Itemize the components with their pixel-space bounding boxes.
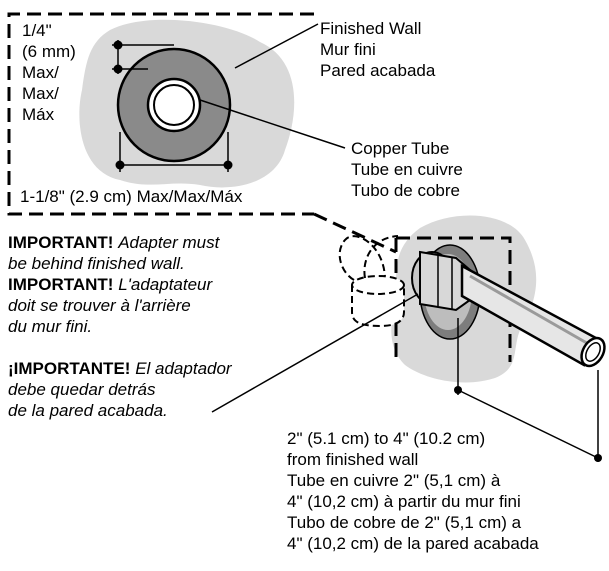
important-note-en: IMPORTANT! Adapter must be behind finish… bbox=[8, 232, 219, 274]
diameter-label: 1-1/8" (2.9 cm) Max/Max/Máx bbox=[20, 187, 243, 206]
distance-line bbox=[457, 389, 599, 459]
note-fr-bold: IMPORTANT! bbox=[8, 275, 114, 294]
thickness-dot-1 bbox=[113, 40, 123, 50]
thickness-line: Máx bbox=[22, 105, 55, 124]
distance-label: 2" (5.1 cm) to 4" (10.2 cm) from finishe… bbox=[287, 429, 539, 553]
important-note-es: ¡IMPORTANTE! El adaptador debe quedar de… bbox=[8, 358, 232, 421]
thickness-dot-2 bbox=[113, 64, 123, 74]
note-es-text: de la pared acabada. bbox=[8, 401, 168, 420]
inset-frame bbox=[7, 12, 314, 216]
thickness-line: 1/4" bbox=[22, 21, 52, 40]
inset-inner-ring bbox=[146, 77, 202, 133]
distance-dot-tube bbox=[594, 454, 602, 462]
hidden-elbow-end bbox=[351, 275, 405, 295]
note-en-text: be behind finished wall. bbox=[8, 254, 185, 273]
zoom-connector bbox=[313, 212, 397, 254]
note-es-bold: ¡IMPORTANTE! bbox=[8, 359, 131, 378]
distance-dot-wall bbox=[454, 386, 462, 394]
copper-tube-bore bbox=[585, 342, 601, 362]
finished-wall-label: Finished Wall Mur fini Pared acabada bbox=[320, 19, 436, 80]
important-note-fr: IMPORTANT! L'adaptateur doit se trouver … bbox=[8, 274, 212, 337]
note-es-text: El adaptador bbox=[135, 359, 232, 378]
hidden-elbow-body bbox=[351, 285, 405, 328]
copper-tube-label: Copper Tube Tube en cuivre Tubo de cobre bbox=[351, 139, 463, 200]
hidden-elbow-neck bbox=[363, 235, 399, 279]
note-en-bold: IMPORTANT! bbox=[8, 233, 114, 252]
thickness-line: Max/ bbox=[22, 63, 59, 82]
note-en-text: Adapter must bbox=[118, 233, 220, 252]
finished-wall-leader bbox=[234, 23, 319, 69]
diameter-dot-left bbox=[115, 160, 125, 170]
note-leader bbox=[211, 293, 419, 413]
note-es-text: debe quedar detrás bbox=[8, 380, 156, 399]
copper-tube-highlight bbox=[469, 274, 593, 348]
thickness-line: (6 mm) bbox=[22, 42, 76, 61]
note-fr-text: du mur fini. bbox=[8, 317, 93, 336]
note-fr-text: L'adaptateur bbox=[118, 275, 213, 294]
note-fr-text: doit se trouver à l'arrière bbox=[8, 296, 191, 315]
thickness-label: 1/4" (6 mm) Max/ Max/ Máx bbox=[22, 20, 76, 125]
thickness-line: Max/ bbox=[22, 84, 59, 103]
inset-tube-ring bbox=[153, 84, 195, 126]
diameter-dot-right bbox=[223, 160, 233, 170]
copper-tube-leader bbox=[199, 99, 346, 149]
